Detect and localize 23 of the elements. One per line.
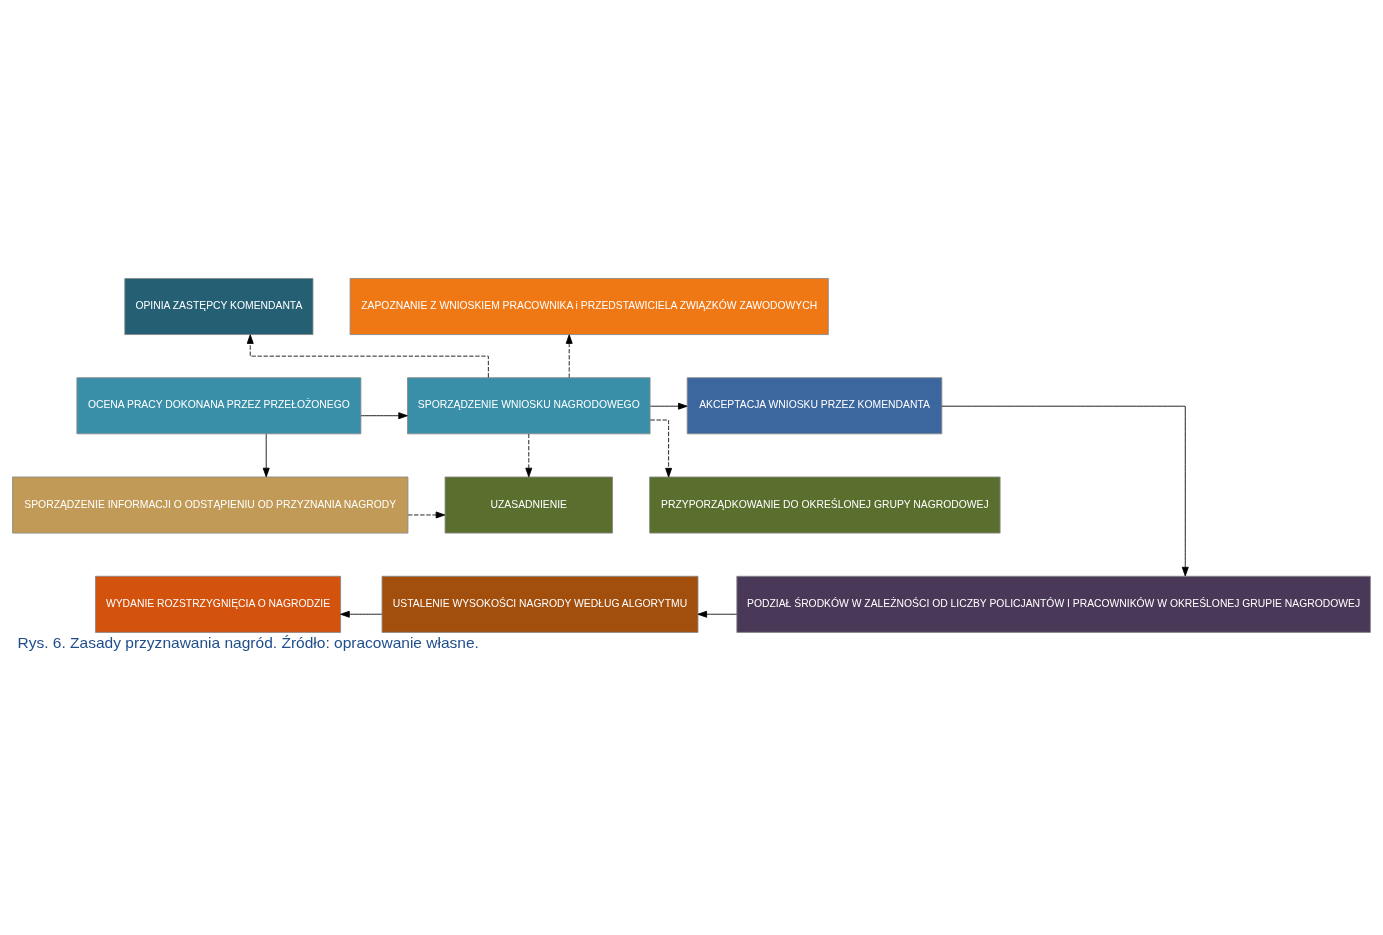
node-box: AKCEPTACJA WNIOSKU PRZEZ KOMENDANTA [686,377,943,435]
node-box: PRZYPORZĄDKOWANIE DO OKREŚLONEJ GRUPY NAGRODOWEJ [649,476,1001,534]
arrow [649,402,688,410]
node-box: SPORZĄDZENIE WNIOSKU NAGRODOWEGO [407,377,651,435]
node-box: UZASADNIENIE [444,476,613,534]
node-box: WYDANIE ROZSTRZYGNIĘCIA O NAGRODZIE [95,575,342,633]
node-box: USTALENIE WYSOKOŚCI NAGRODY WEDŁUG ALGORYTMU [381,575,699,633]
arrow [262,433,270,478]
arrow [941,405,1189,577]
node-box: OCENA PRACY DOKONANA PRZEZ PRZEŁOŻONEGO [76,377,362,435]
arrow [565,334,573,378]
arrow [649,419,673,478]
arrow [525,433,533,478]
node-box: PODZIAŁ ŚRODKÓW W ZALEŻNOŚCI OD LICZBY POLICJANTÓW I PRACOWNIKÓW W OKREŚLONEJ GRUPIE NAGRODOWEJ [736,575,1371,633]
caption: Rys. 6. Zasady przyznawania nagród. Źródło: opracowanie własne. [17,634,479,652]
node-box: OPINIA ZASTĘPCY KOMENDANTA [124,278,314,335]
arrow [360,412,408,420]
arrow [697,610,738,618]
arrow [246,334,489,378]
node-box: ZAPOZNANIE Z WNIOSKIEM PRACOWNIKA i PRZEDSTAWICIELA ZWIĄZKÓW ZAWODOWYCH [349,278,829,335]
node-box: SPORZĄDZENIE INFORMACJI O ODSTĄPIENIU OD PRZYZNANIA NAGRODY [12,476,409,534]
arrow [340,610,383,618]
arrow [407,511,446,519]
